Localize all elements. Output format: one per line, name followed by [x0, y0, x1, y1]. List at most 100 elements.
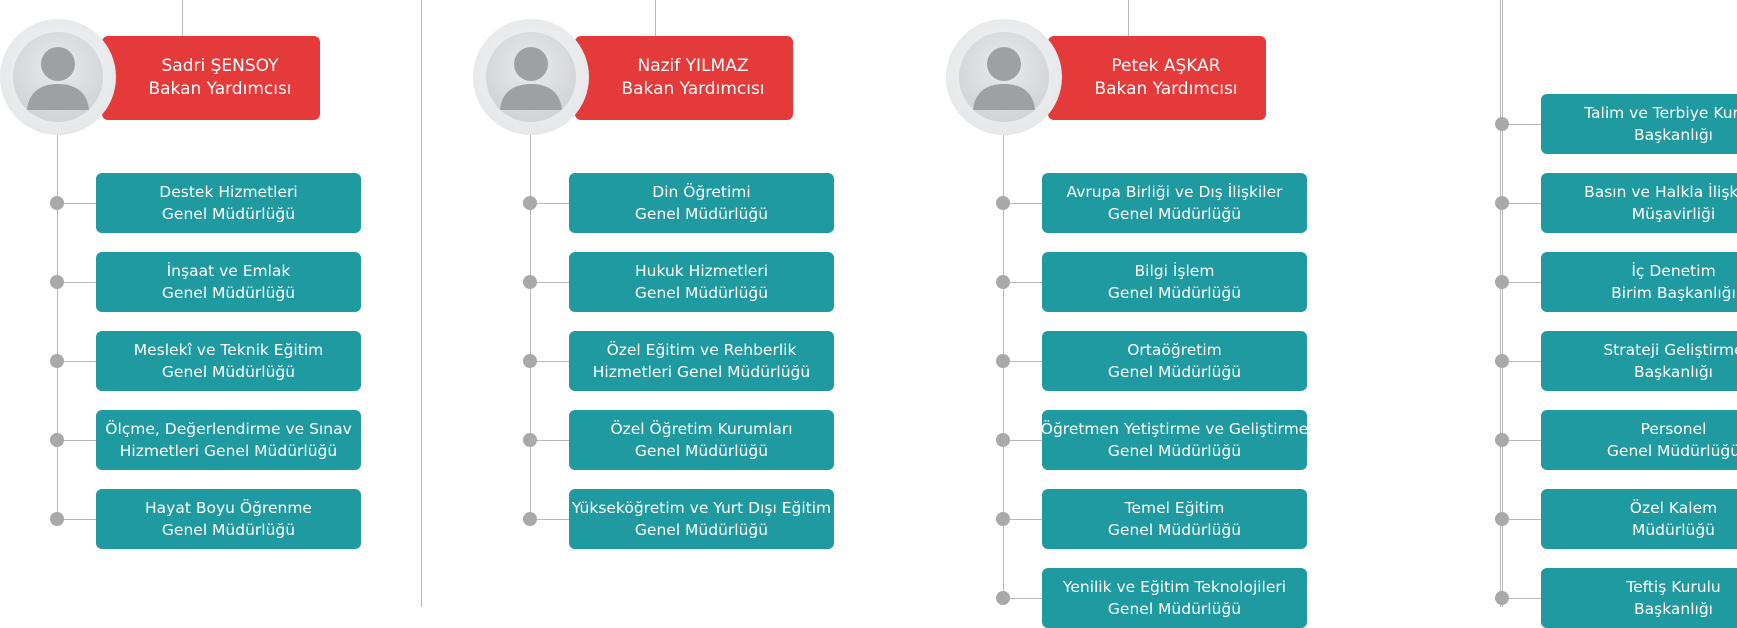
unit-label-line: Genel Müdürlüğü [1107, 600, 1242, 618]
unit-label-line: Din Öğretimi [652, 183, 751, 201]
unit-label-line: Genel Müdürlüğü [1107, 205, 1242, 223]
unit-label-line: İnşaat ve Emlak [166, 262, 291, 280]
branch-node-dot [1495, 512, 1509, 526]
branch-node-dot [523, 275, 537, 289]
branch-connector [530, 203, 570, 204]
branch-connector [57, 519, 97, 520]
leader-box[interactable]: Sadri ŞENSOY Bakan Yardımcısı [102, 36, 320, 120]
unit-label-line: Ortaöğretim [1127, 341, 1222, 359]
unit-label-line: Özel Eğitim ve Rehberlik [606, 341, 797, 359]
branch-connector [1003, 203, 1043, 204]
unit-label-line: Genel Müdürlüğü [1107, 521, 1242, 539]
unit-label-line: Teftiş Kurulu [1626, 578, 1721, 596]
branch-connector [57, 282, 97, 283]
branch-connector [57, 361, 97, 362]
unit-label-line: Hukuk Hizmetleri [634, 262, 769, 280]
unit-label-line: Hizmetleri Genel Müdürlüğü [592, 363, 811, 381]
column-divider [421, 0, 422, 607]
leader-box[interactable]: Nazif YILMAZ Bakan Yardımcısı [575, 36, 793, 120]
branch-connector [1003, 519, 1043, 520]
branch-node-dot [1495, 354, 1509, 368]
leader-name: Nazif YILMAZ [637, 56, 749, 76]
top-connector [1128, 0, 1129, 36]
branch-connector [1502, 519, 1542, 520]
unit-label-line: İç Denetim [1631, 262, 1716, 280]
unit-label-line: Genel Müdürlüğü [634, 284, 769, 302]
branch-node-dot [50, 196, 64, 210]
branch-trunk [57, 130, 58, 519]
unit-label-line: Özel Öğretim Kurumları [610, 420, 793, 438]
avatar [946, 19, 1062, 135]
leader-box[interactable]: Petek AŞKAR Bakan Yardımcısı [1048, 36, 1266, 120]
branch-node-dot [996, 275, 1010, 289]
leader-name: Petek AŞKAR [1111, 56, 1221, 76]
leader-title: Bakan Yardımcısı [1094, 79, 1238, 99]
column-divider [1500, 0, 1501, 607]
branch-node-dot [1495, 117, 1509, 131]
unit-label-line: Genel Müdürlüğü [1107, 363, 1242, 381]
branch-node-dot [50, 433, 64, 447]
branch-node-dot [50, 275, 64, 289]
branch-connector [1003, 361, 1043, 362]
unit-label-line: Yenilik ve Eğitim Teknolojileri [1062, 578, 1287, 596]
person-silhouette-icon [486, 32, 576, 122]
branch-connector [1502, 203, 1542, 204]
branch-connector [57, 203, 97, 204]
unit-label-line: Genel Müdürlüğü [161, 521, 296, 539]
branch-connector [530, 440, 570, 441]
person-silhouette-icon [959, 32, 1049, 122]
unit-label-line: Temel Eğitim [1124, 499, 1225, 517]
branch-node-dot [523, 196, 537, 210]
unit-label-line: Genel Müdürlüğü [1107, 442, 1242, 460]
unit-label-line: Genel Müdürlüğü [161, 284, 296, 302]
unit-label-line: Genel Müdürlüğü [634, 442, 769, 460]
unit-label-line: Hayat Boyu Öğrenme [145, 499, 312, 517]
branch-trunk [530, 130, 531, 519]
avatar [0, 19, 116, 135]
leader-title: Bakan Yardımcısı [148, 79, 292, 99]
branch-node-dot [523, 433, 537, 447]
leader-title: Bakan Yardımcısı [621, 79, 765, 99]
unit-label-line: Genel Müdürlüğü [634, 521, 769, 539]
branch-node-dot [1495, 591, 1509, 605]
branch-node-dot [523, 512, 537, 526]
leader-name: Sadri ŞENSOY [161, 56, 279, 76]
unit-label-line: Genel Müdürlüğü [634, 205, 769, 223]
branch-connector [1003, 598, 1043, 599]
branch-connector [530, 519, 570, 520]
unit-label-line: Başkanlığı [1634, 126, 1713, 144]
branch-trunk [1502, 0, 1503, 607]
avatar [473, 19, 589, 135]
branch-connector [1502, 598, 1542, 599]
unit-label-line: Müşavirliği [1631, 205, 1716, 223]
branch-node-dot [996, 354, 1010, 368]
branch-node-dot [523, 354, 537, 368]
unit-box[interactable]: Basın ve Halkla İlişkilerMüşavirliği [1541, 173, 1737, 233]
